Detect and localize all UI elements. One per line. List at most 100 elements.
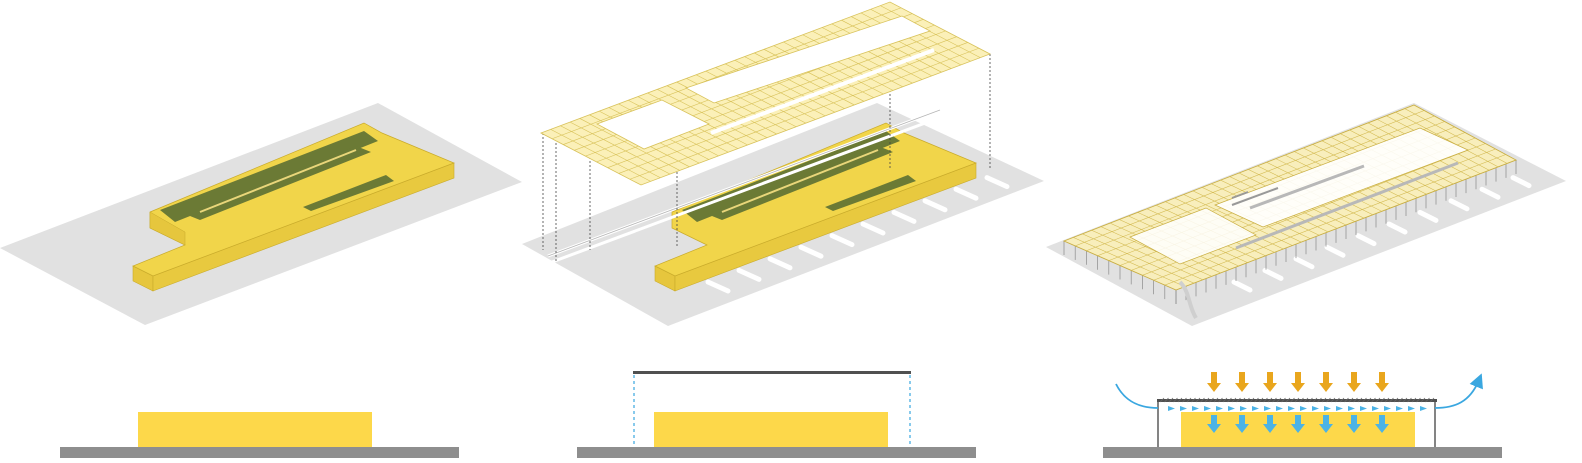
hatch-line [1164, 397, 1169, 403]
cooling-arrow-head [1263, 424, 1277, 433]
hatch-line [1402, 397, 1408, 403]
airflow-arrowhead [1360, 406, 1367, 411]
grid-line [831, 23, 932, 77]
footing [798, 244, 824, 259]
hatch-line [1357, 397, 1363, 403]
hatch-line [1317, 397, 1322, 403]
courtyards [160, 131, 394, 222]
airflow-arrowhead [1396, 406, 1403, 411]
airflow-arrowhead [1336, 406, 1343, 411]
columns [1063, 160, 1517, 304]
footing [1324, 244, 1346, 258]
footing [984, 175, 1010, 190]
cooling-arrow-shaft [1379, 415, 1385, 425]
panel-roof-assembled [1046, 103, 1566, 326]
hatch-line [1191, 397, 1196, 403]
hatch-line [1393, 397, 1399, 403]
footing [1355, 233, 1377, 247]
hatch-line [1344, 397, 1349, 403]
footing [829, 233, 855, 248]
airflow-arrowhead [1276, 406, 1283, 411]
grid-line [552, 7, 902, 140]
airflow-arrowhead [1420, 406, 1427, 411]
hatch-line [1312, 397, 1318, 403]
section-ground [1103, 447, 1502, 458]
hatch-line [1411, 397, 1417, 403]
sun-arrow-head [1375, 383, 1389, 392]
airflow-arrowhead [1312, 406, 1319, 411]
hatch-line [1321, 397, 1327, 403]
cooling-arrows [1207, 415, 1389, 433]
hatch-line [1326, 397, 1331, 403]
hatch-line [1218, 397, 1223, 403]
hatch-line [1398, 397, 1403, 403]
hatch-line [1249, 397, 1255, 403]
hatch-line [1330, 397, 1336, 403]
footing [1231, 279, 1253, 293]
hatch-line [1389, 397, 1394, 403]
footing [1262, 267, 1284, 281]
cooling-arrow-shaft [1323, 415, 1329, 425]
grid-line [860, 12, 962, 66]
hatch-line [1182, 397, 1187, 403]
grid-line [618, 42, 968, 174]
cooling-arrow-head [1375, 424, 1389, 433]
hatch-line [1177, 397, 1183, 403]
footing [1510, 175, 1532, 189]
grid-line [880, 5, 981, 58]
grid-line [657, 89, 758, 142]
airflow-arrowhead [1240, 406, 1247, 411]
hatch-line [1294, 397, 1300, 403]
sun-arrow-shaft [1295, 372, 1301, 384]
footing [705, 279, 731, 294]
hatch-line [1168, 397, 1174, 403]
hatch-line [1159, 397, 1165, 403]
airflow-arrowhead [1252, 406, 1259, 411]
grid-line [822, 27, 923, 80]
column-footings [1231, 175, 1532, 293]
hatch-line [1353, 397, 1358, 403]
hatch-line [1416, 397, 1421, 403]
sun-arrow-head [1347, 383, 1361, 392]
hatch-line [1303, 397, 1309, 403]
hatch-line [1267, 397, 1273, 403]
footing [860, 221, 886, 236]
hatch-line [1276, 397, 1282, 403]
hatch-line [1420, 397, 1426, 403]
hatch-line [1227, 397, 1232, 403]
cooling-arrow-shaft [1351, 415, 1357, 425]
airflow-arrowhead [1348, 406, 1355, 411]
hatch-line [1290, 397, 1295, 403]
sun-arrow-head [1319, 383, 1333, 392]
hatch-line [1299, 397, 1304, 403]
hatch-line [1200, 397, 1205, 403]
grid-line [569, 121, 671, 175]
footing [1386, 221, 1408, 235]
hatch-line [1371, 397, 1376, 403]
section-block [138, 412, 372, 447]
hatch-line [1254, 397, 1259, 403]
hatch-line [1335, 397, 1340, 403]
cooling-arrow-head [1291, 424, 1305, 433]
roof-grid [1062, 104, 1518, 291]
cooling-arrow-head [1207, 424, 1221, 433]
hatch-line [1272, 397, 1277, 403]
cooling-arrow-head [1347, 424, 1361, 433]
hatch-line [1195, 397, 1201, 403]
cooling-arrow-head [1235, 424, 1249, 433]
footing [1417, 209, 1439, 223]
hatch-line [1245, 397, 1250, 403]
grid-line [1086, 115, 1435, 252]
footing [767, 256, 793, 271]
airflow-arrowhead [1324, 406, 1331, 411]
section-ventilation [1103, 372, 1502, 458]
airflow-arrowhead [1288, 406, 1295, 411]
hatch-line [1375, 397, 1381, 403]
airflow-arrowhead [1384, 406, 1391, 411]
panel-roof-exploded [522, 1, 1044, 326]
hatch-line [1308, 397, 1313, 403]
hatch-line [1429, 397, 1435, 403]
roof-hatching [1159, 397, 1435, 403]
footing [891, 209, 917, 224]
